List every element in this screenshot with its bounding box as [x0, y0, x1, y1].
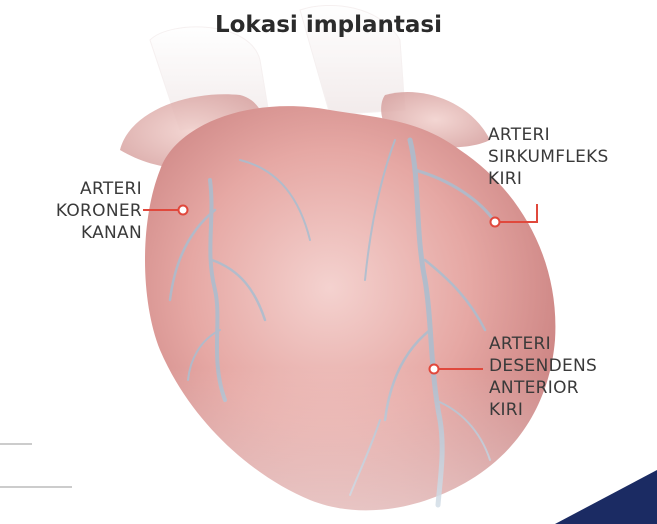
label-line: DESENDENS	[489, 355, 649, 377]
label-line: KIRI	[489, 399, 649, 421]
label-line: KIRI	[488, 168, 648, 190]
label-line: KORONER	[10, 200, 142, 222]
label-right-coronary-artery: ARTERI KORONER KANAN	[10, 178, 142, 244]
diagram-title: Lokasi implantasi	[0, 12, 657, 38]
label-line: SIRKUMFLEKS	[488, 146, 648, 168]
label-line: ARTERI	[489, 333, 649, 355]
label-circumflex-artery: ARTERI SIRKUMFLEKS KIRI	[488, 124, 648, 190]
label-line: KANAN	[10, 222, 142, 244]
label-line: ANTERIOR	[489, 377, 649, 399]
label-line: ARTERI	[488, 124, 648, 146]
label-lad-artery: ARTERI DESENDENS ANTERIOR KIRI	[489, 333, 649, 421]
label-line: ARTERI	[10, 178, 142, 200]
